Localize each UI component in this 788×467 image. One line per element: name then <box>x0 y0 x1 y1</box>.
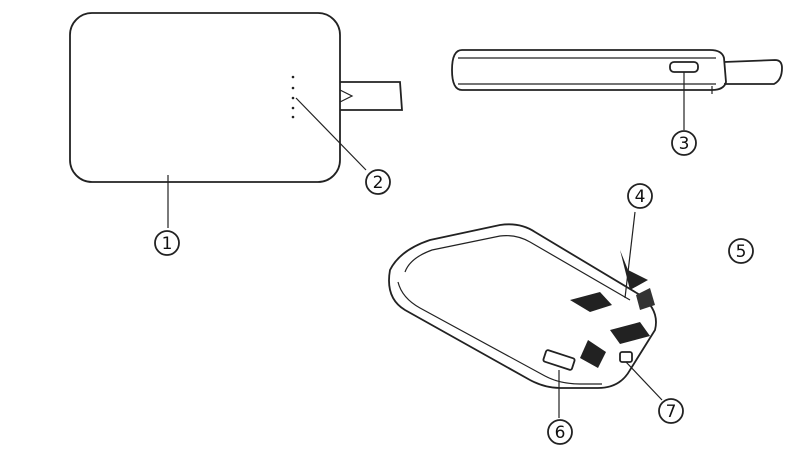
side-lanyard-loop <box>723 59 783 85</box>
callout-label-1: 1 <box>162 234 173 254</box>
callout-label-5: 5 <box>736 242 747 262</box>
callout-3: 3 <box>671 130 697 156</box>
callout-7: 7 <box>658 398 684 424</box>
callout-6: 6 <box>547 419 573 445</box>
top-view-device <box>69 12 403 228</box>
callout-5: 5 <box>728 238 754 264</box>
micro-usb-port <box>619 351 633 363</box>
device-body-perspective <box>388 223 657 389</box>
callout-label-6: 6 <box>555 423 566 443</box>
usb-port <box>542 349 576 371</box>
perspective-view-device <box>388 211 663 418</box>
callout-label-3: 3 <box>679 134 690 154</box>
callout-1: 1 <box>154 230 180 256</box>
callout-2: 2 <box>365 169 391 195</box>
device-body-top-view <box>69 12 341 183</box>
callout-4: 4 <box>627 183 653 209</box>
side-view-device <box>451 49 783 130</box>
callout-label-2: 2 <box>373 173 384 193</box>
lanyard-strap <box>340 81 403 111</box>
leader-line-2 <box>295 97 367 171</box>
callout-label-7: 7 <box>666 402 677 422</box>
side-port <box>669 61 699 73</box>
leader-line-7 <box>625 361 663 401</box>
led-indicator-dots <box>291 75 295 119</box>
callout-label-4: 4 <box>635 187 646 207</box>
leader-line-4 <box>624 211 636 299</box>
